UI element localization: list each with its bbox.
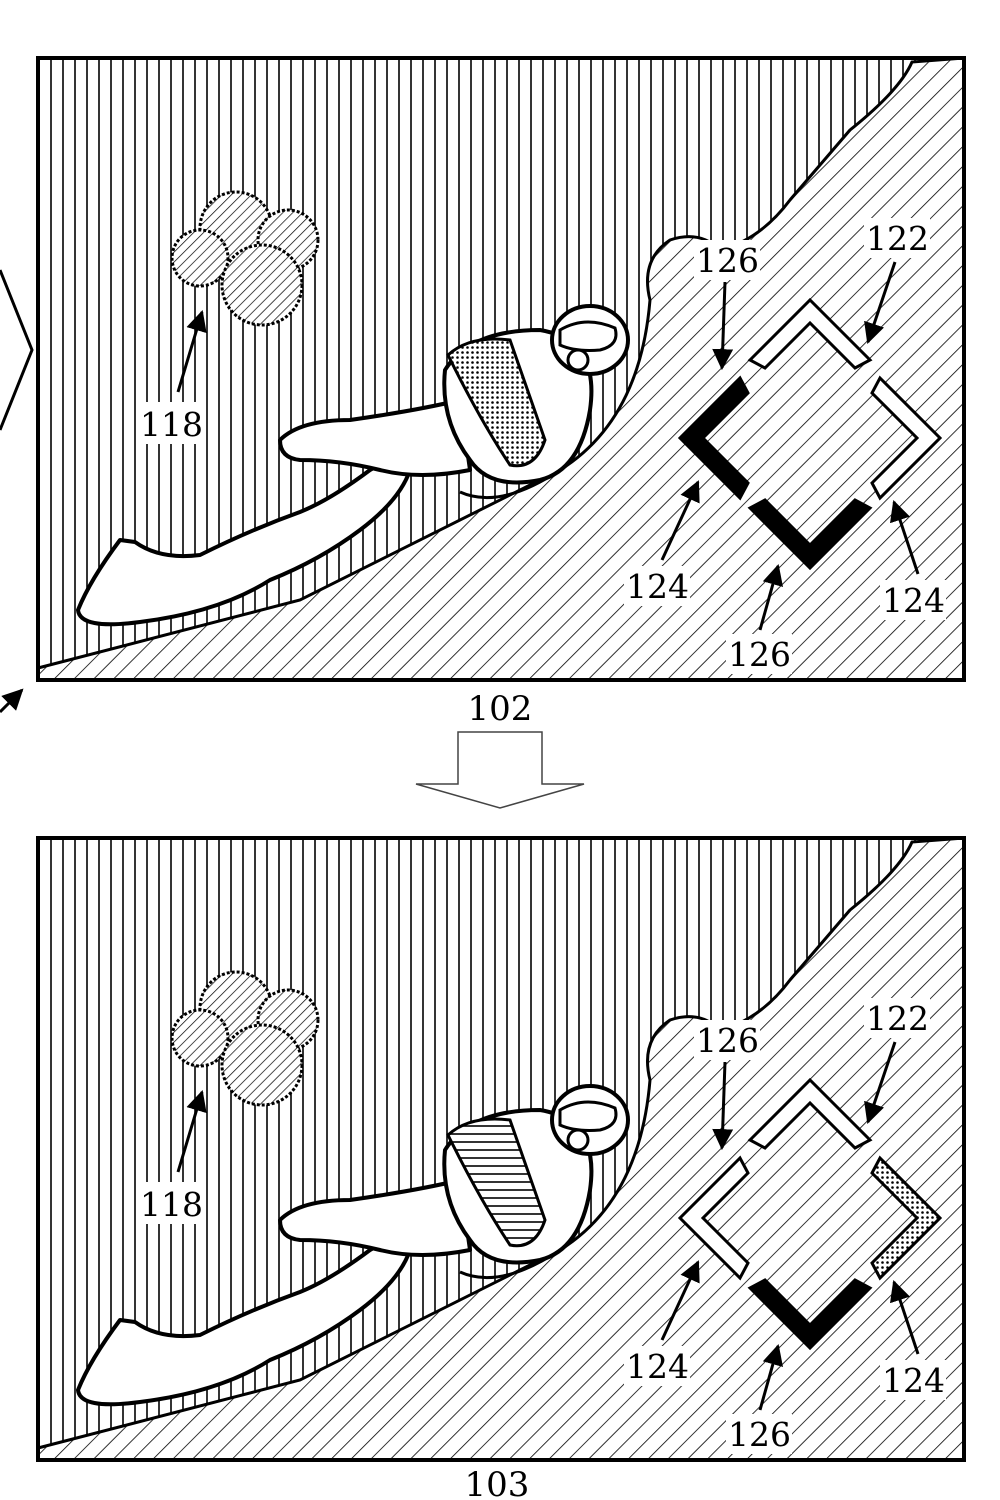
dpad-up <box>747 1077 873 1150</box>
dpad-right <box>870 1155 943 1281</box>
caption-103: 103 <box>465 1465 530 1500</box>
direction-control <box>677 297 943 571</box>
dpad-up <box>747 297 873 370</box>
panel-103-content: 118 126 122 124 124 126 <box>36 836 966 1462</box>
transition-arrow <box>415 731 585 809</box>
panel-102-content: 118 126 122 124 124 126 <box>36 56 966 682</box>
label-126-left: 126 <box>696 241 759 280</box>
label-126-down: 126 <box>728 635 791 674</box>
label-126-down: 126 <box>728 1415 791 1454</box>
diver <box>76 1084 630 1407</box>
label-118: 118 <box>140 405 203 444</box>
bubbles <box>170 190 320 327</box>
dpad-down <box>747 498 873 571</box>
label-126-left: 126 <box>696 1021 759 1060</box>
caption-102: 102 <box>468 689 533 729</box>
direction-control <box>677 1077 943 1351</box>
dpad-right <box>870 375 943 501</box>
dpad-left <box>677 375 750 501</box>
label-124-right: 124 <box>882 1361 945 1400</box>
bubbles <box>170 970 320 1107</box>
dpad-left <box>677 1155 750 1281</box>
dpad-down <box>747 1278 873 1351</box>
label-122: 122 <box>866 219 929 258</box>
label-124-left: 124 <box>626 567 689 606</box>
label-118: 118 <box>140 1185 203 1224</box>
label-124-right: 124 <box>882 581 945 620</box>
label-122: 122 <box>866 999 929 1038</box>
label-124-left: 124 <box>626 1347 689 1386</box>
diver <box>76 304 630 627</box>
